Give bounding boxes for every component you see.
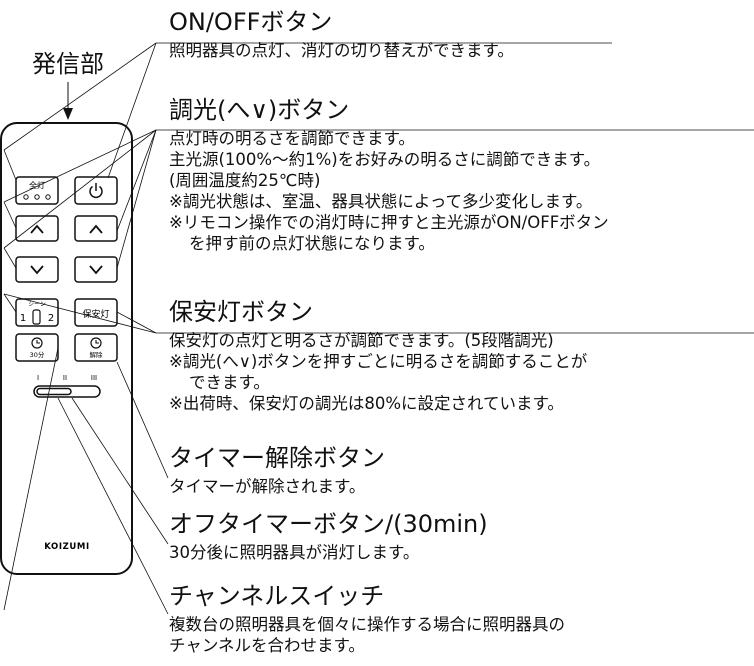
scene-2-label: 2 (48, 313, 54, 324)
desc-line: チャンネルを合わせます。 (169, 636, 365, 655)
chevron-up-icon (89, 224, 103, 234)
leader-night-light (3, 293, 754, 334)
desc-line: 複数台の照明器具を個々に操作する場合に照明器具の (169, 615, 565, 634)
dim-down-button-right[interactable] (74, 256, 118, 283)
section-dimming: 調光(へ∨)ボタン 点灯時の明るさを調節できます。 主光源(100%〜約1%)を… (169, 96, 609, 254)
channel-3-label: III (91, 374, 97, 382)
chevron-down-icon (89, 265, 103, 275)
all-on-button[interactable]: 全灯 (15, 176, 59, 205)
leader-timer-cancel (116, 361, 169, 479)
section-desc: タイマーが解除されます。 (169, 476, 385, 497)
power-button[interactable] (74, 176, 118, 205)
emitter-label: 発信部 (32, 50, 104, 78)
leader-channel-switch (57, 397, 169, 615)
section-channel-switch: チャンネルスイッチ 複数台の照明器具を個々に操作する場合に照明器具の チャンネル… (169, 582, 565, 656)
channel-1-label: I (37, 374, 39, 382)
desc-line: 30分後に照明器具が消灯します。 (169, 543, 420, 562)
section-desc: 保安灯の点灯と明るさが調節できます。(5段階調光) ※調光(へ∨)ボタンを押すご… (169, 330, 587, 414)
section-desc: 複数台の照明器具を個々に操作する場合に照明器具の チャンネルを合わせます。 (169, 614, 565, 656)
channel-switch[interactable] (33, 385, 101, 398)
section-desc: 30分後に照明器具が消灯します。 (169, 542, 488, 563)
scene-toggle (32, 309, 41, 325)
chevron-up-icon (30, 224, 44, 234)
clock-icon (90, 337, 102, 349)
timer-30-label: 30分 (30, 350, 45, 359)
leader-dimming (3, 129, 754, 269)
section-desc: 点灯時の明るさを調節できます。 主光源(100%〜約1%)をお好みの明るさに調節… (169, 128, 609, 254)
emitter-arrow-head (63, 108, 73, 120)
chevron-down-icon (30, 265, 44, 275)
brand-logo: KOIZUMI (44, 542, 89, 552)
power-icon (89, 183, 103, 199)
desc-line: ※調光状態は、室温、器具状態によって多少変化します。 (169, 192, 593, 211)
timer-cancel-button[interactable]: 解除 (74, 333, 118, 362)
channel-switch-knob (36, 387, 72, 396)
section-off-timer: オフタイマーボタン/(30min) 30分後に照明器具が消灯します。 (169, 510, 488, 563)
desc-line: ※リモコン操作での消灯時に押すと主光源がON/OFFボタン (169, 213, 609, 232)
desc-line: 主光源(100%〜約1%)をお好みの明るさに調節できます。 (169, 150, 601, 169)
night-light-label: 保安灯 (82, 308, 109, 320)
off-timer-button[interactable]: 30分 (15, 333, 59, 362)
desc-line: ※調光(へ∨)ボタンを押すごとに明るさを調節することが (169, 352, 588, 371)
desc-line: 点灯時の明るさを調節できます。 (169, 129, 415, 148)
scene-button[interactable]: シーン 1 2 (15, 298, 59, 327)
desc-line: タイマーが解除されます。 (169, 477, 366, 496)
leader-onoff (3, 42, 612, 181)
scene-label: シーン (28, 301, 46, 308)
clock-icon (31, 337, 43, 349)
section-desc: 照明器具の点灯、消灯の切り替えができます。 (169, 40, 514, 61)
night-light-button[interactable]: 保安灯 (74, 298, 118, 327)
cancel-label: 解除 (90, 350, 104, 359)
channel-2-label: II (63, 374, 67, 382)
desc-line: を押す前の点灯状態になります。 (189, 234, 435, 253)
section-onoff: ON/OFFボタン 照明器具の点灯、消灯の切り替えができます。 (169, 8, 514, 61)
dim-up-button-left[interactable] (15, 215, 59, 242)
section-title: 保安灯ボタン (169, 298, 313, 326)
desc-line: (周囲温度約25℃時) (169, 171, 321, 190)
section-night-light: 保安灯ボタン 保安灯の点灯と明るさが調節できます。(5段階調光) ※調光(へ∨)… (169, 298, 587, 414)
desc-line: 照明器具の点灯、消灯の切り替えができます。 (169, 41, 514, 60)
desc-line: ※出荷時、保安灯の調光は80%に設定されています。 (169, 394, 564, 413)
section-timer-cancel: タイマー解除ボタン タイマーが解除されます。 (169, 444, 385, 497)
dim-up-button-right[interactable] (74, 215, 118, 242)
section-title: 調光(へ∨)ボタン (169, 96, 350, 124)
all-on-label: 全灯 (29, 180, 45, 190)
section-title: タイマー解除ボタン (169, 444, 385, 472)
leader-off-timer (3, 347, 169, 611)
scene-1-label: 1 (20, 313, 26, 324)
desc-line: できます。 (189, 373, 270, 392)
desc-line: 保安灯の点灯と明るさが調節できます。(5段階調光) (169, 331, 554, 350)
section-title: ON/OFFボタン (169, 8, 333, 36)
section-title: チャンネルスイッチ (169, 582, 385, 610)
section-title: オフタイマーボタン/(30min) (169, 510, 488, 538)
dim-down-button-left[interactable] (15, 256, 59, 283)
